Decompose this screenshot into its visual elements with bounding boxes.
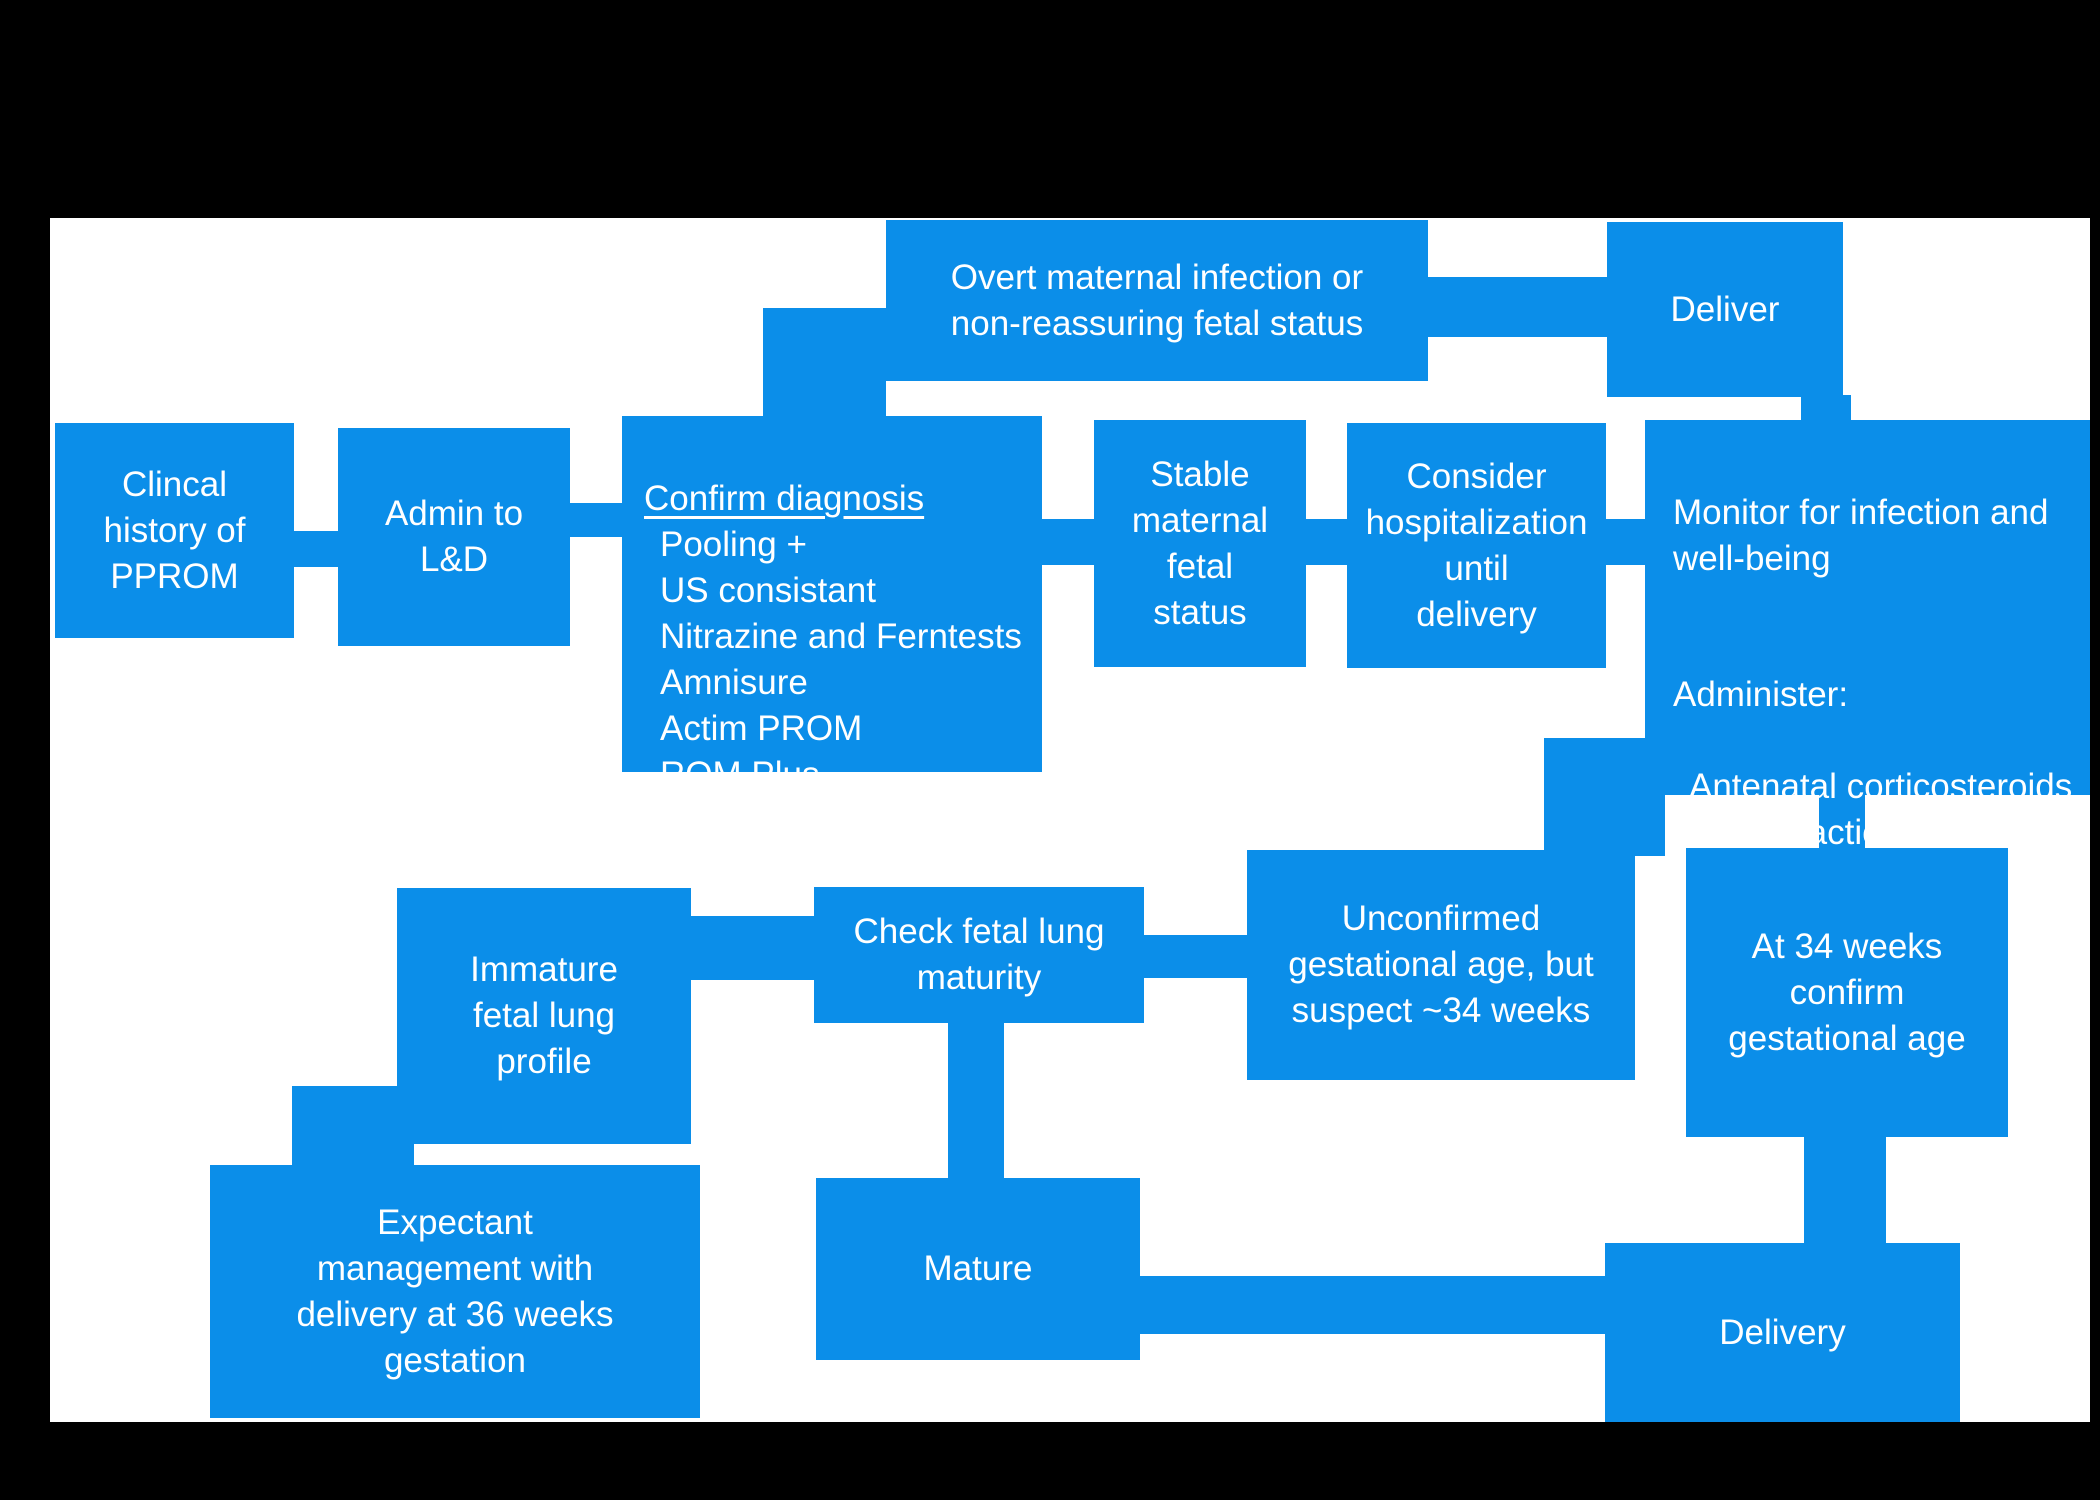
node-monitor: Monitor for infection and well-being Adm… (1645, 420, 2090, 852)
connector-mature-to-delivery (1140, 1276, 1605, 1334)
connector-monitor-to-at34 (1819, 795, 1865, 848)
node-delivery: Delivery (1605, 1243, 1960, 1422)
monitor-administer-label: Administer: (1673, 675, 1849, 714)
connector-monitor-to-unconfirmed (1544, 738, 1665, 856)
connector-overt-to-deliver (1428, 277, 1607, 337)
connector-check-to-unconfirmed (1144, 935, 1247, 978)
connector-history-to-admit (294, 531, 338, 567)
node-stable-status: Stable maternal fetal status (1094, 420, 1306, 667)
node-at-34-weeks: At 34 weeks confirm gestational age (1686, 848, 2008, 1137)
node-mature: Mature (816, 1178, 1140, 1360)
connector-deliver-to-monitor (1801, 395, 1851, 422)
node-deliver: Deliver (1607, 222, 1843, 397)
node-check-lung-maturity: Check fetal lung maturity (814, 887, 1144, 1023)
node-consider-hospitalization: Consider hospitalization until delivery (1347, 423, 1606, 668)
connector-at34-to-delivery (1804, 1137, 1886, 1243)
flowchart-canvas: Clincal history of PPROM Admin to L&D Co… (50, 218, 2090, 1422)
monitor-administer-list: Antenatal corticosteroids Prophylactic a… (1689, 767, 2073, 852)
connector-check-to-mature (948, 1023, 1004, 1178)
monitor-intro: Monitor for infection and well-being (1673, 493, 2049, 578)
connector-immature-to-check (691, 916, 814, 980)
confirm-diagnosis-list: Pooling + US consistant Nitrazine and Fe… (660, 525, 1022, 794)
connector-confirm-to-overt (763, 308, 886, 416)
connector-consider-to-monitor (1606, 519, 1645, 565)
node-expectant-management: Expectant management with delivery at 36… (210, 1165, 700, 1418)
node-admit-ld: Admin to L&D (338, 428, 570, 646)
node-confirm-diagnosis: Confirm diagnosis Pooling + US consistan… (622, 416, 1042, 794)
connector-admit-to-confirm (570, 503, 622, 537)
connector-stable-to-consider (1306, 519, 1347, 565)
connector-confirm-to-stable (1042, 519, 1094, 565)
confirm-diagnosis-title: Confirm diagnosis (644, 479, 925, 518)
node-unconfirmed-ga: Unconfirmed gestational age, but suspect… (1247, 850, 1635, 1080)
node-immature-lung: Immature fetal lung profile (397, 888, 691, 1144)
node-clinical-history: Clincal history of PPROM (55, 423, 294, 638)
node-overt-infection: Overt maternal infection or non-reassuri… (886, 220, 1428, 381)
